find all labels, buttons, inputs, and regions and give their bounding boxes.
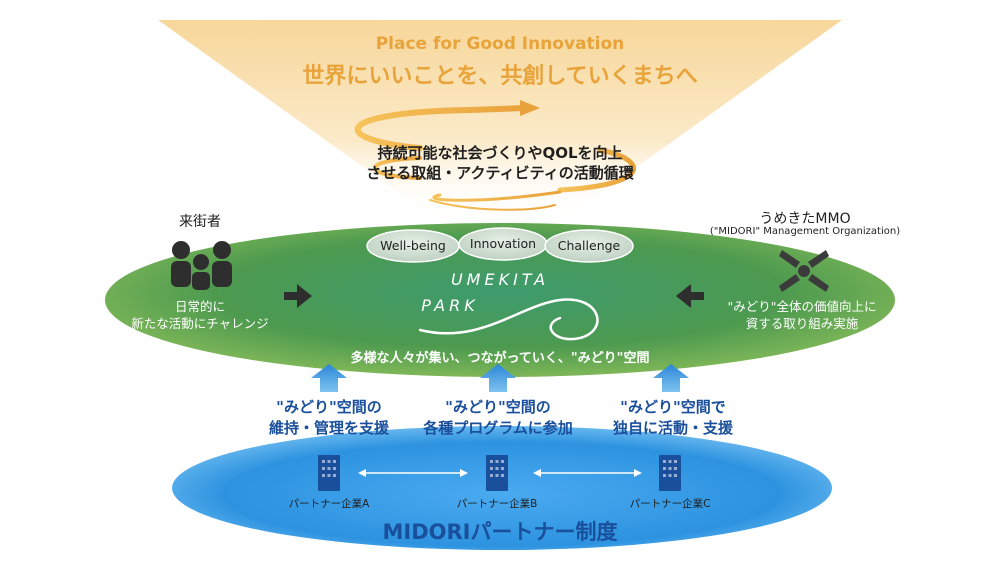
mmo-subtitle: ("MIDORI" Management Organization)	[709, 226, 901, 237]
mmo-title: うめきたMMO	[759, 211, 851, 227]
support-c-line1: "みどり"空間で	[620, 398, 726, 416]
partner-b-label: パートナー企業B	[456, 498, 538, 510]
support-b-line2: 各種プログラムに参加	[423, 419, 573, 437]
vision-title: 世界にいいことを、共創していくまちへ	[302, 64, 698, 89]
up-arrows	[311, 364, 689, 392]
pill-well-being: Well-being	[380, 238, 446, 253]
vision-funnel	[158, 20, 842, 222]
vision-subtitle: Place for Good Innovation	[375, 34, 625, 54]
partner-a-label: パートナー企業A	[288, 498, 370, 510]
park-logo-loop	[418, 298, 599, 341]
park-ellipse	[105, 223, 895, 377]
support-b-line1: "みどり"空間の	[445, 398, 551, 416]
value-pills	[366, 227, 634, 263]
park-logo-line2: PARK	[421, 296, 479, 315]
left-arrow-icon	[284, 284, 312, 308]
cycle-text-line2: させる取組・アクティビティの活動循環	[366, 164, 634, 182]
park-logo-line1: UMEKITA	[450, 270, 550, 289]
visitors-title: 来街者	[179, 214, 221, 230]
support-a-line1: "みどり"空間の	[276, 398, 382, 416]
partner-link-arrows	[358, 469, 642, 477]
cycle-swirl	[354, 100, 636, 211]
support-c-line2: 独自に活動・支援	[612, 419, 733, 437]
building-icons	[318, 455, 681, 491]
visitors-icon	[171, 241, 232, 290]
visitors-text-line2: 新たな活動にチャレンジ	[131, 316, 269, 331]
pill-innovation: Innovation	[469, 236, 537, 251]
cycle-text-line1: 持続可能な社会づくりやQOLを向上	[377, 144, 623, 162]
park-caption: 多様な人々が集い、つながっていく、"みどり"空間	[350, 351, 650, 366]
pill-challenge: Challenge	[557, 238, 621, 253]
mmo-text-line1: "みどり"全体の価値向上に	[727, 299, 877, 314]
mmo-text-line2: 資する取り組み実施	[745, 316, 859, 331]
visitors-text-line1: 日常的に	[174, 299, 225, 314]
program-title: MIDORIパートナー制度	[382, 520, 618, 544]
partner-c-label: パートナー企業C	[629, 498, 711, 510]
support-a-line2: 維持・管理を支援	[268, 419, 389, 437]
right-arrow-icon	[676, 284, 704, 308]
hands-icon	[779, 250, 829, 292]
building-windows	[322, 460, 677, 477]
